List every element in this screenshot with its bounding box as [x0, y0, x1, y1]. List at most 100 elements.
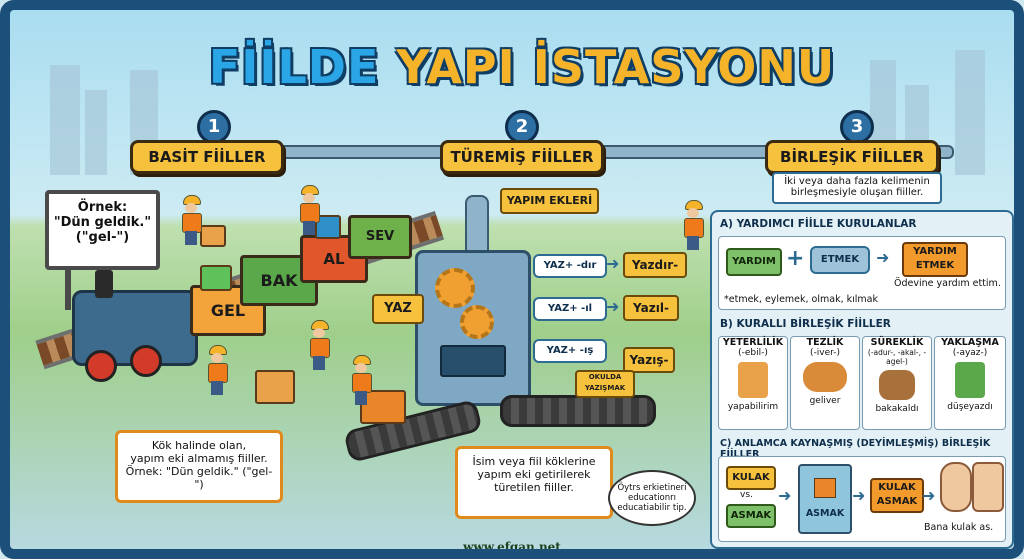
- word-etmek: ETMEK: [810, 246, 870, 274]
- locomotive-wheel: [85, 350, 117, 382]
- description-line: birleşmesiyle oluşan fiiller.: [790, 187, 924, 198]
- note-line: türetilen fiiller.: [494, 481, 574, 494]
- section-c-heading: C) ANLAMCA KAYNAŞMIŞ (DEYİMLEŞMİŞ) BİRLE…: [720, 438, 991, 460]
- compound-panel: A) YARDIMCI FİİLLE KURULANLAR YARDIM + E…: [710, 210, 1014, 549]
- locomotive-chimney: [95, 270, 113, 298]
- card-example: yapabilirim: [727, 402, 779, 412]
- speech-line: Öytrs erkietineri: [617, 483, 687, 493]
- note-line: İsim veya fiil köklerine: [472, 455, 596, 468]
- output-yazdir: Yazdır-: [623, 252, 687, 278]
- gear-icon: [435, 268, 475, 308]
- box-label-line: YAZIŞMAK: [584, 384, 626, 392]
- card-example: bakakaldı: [875, 404, 919, 414]
- cargo-box: [360, 390, 406, 424]
- suffix-dir: YAZ+ -dır: [533, 254, 607, 278]
- cargo-box: [200, 225, 226, 247]
- word-kulak: KULAK: [726, 466, 776, 490]
- card-title: YAKLAŞMA: [941, 337, 999, 348]
- feed-pipe: [465, 195, 489, 259]
- arrow-right-icon: ➜: [778, 486, 792, 505]
- word-yardim: YARDIM: [726, 248, 782, 276]
- worker-figure: [308, 320, 330, 370]
- board-post: [65, 270, 71, 310]
- result-yardim-etmek: YARDIM ETMEK: [902, 242, 968, 277]
- background-building: [955, 50, 985, 175]
- example-sentence: Ödevine yardım ettim.: [894, 278, 1001, 289]
- worker-figure: [350, 355, 372, 405]
- auxiliary-footnote: *etmek, eylemek, olmak, kılmak: [724, 294, 878, 305]
- card-sureklik: SÜREKLİK (-adur-, -akal-, -agel-) bakaka…: [862, 336, 932, 430]
- footer-url: www.efgan.net: [463, 540, 561, 554]
- card-title: TEZLİK: [806, 337, 844, 348]
- derived-verbs-note: İsim veya fiil köklerine yapım eki getir…: [455, 446, 613, 519]
- section-sign-birlesik: BİRLEŞİK FİİLLER: [765, 140, 939, 174]
- worker-figure: [298, 185, 320, 235]
- sitting-dog-icon: [879, 370, 915, 400]
- weightlifter-icon: [738, 362, 768, 398]
- box-label-line: OKULDA: [588, 373, 622, 381]
- cargo-cube: [200, 265, 232, 291]
- ear-icon: [940, 462, 972, 512]
- card-title: YETERLİLİK: [722, 337, 784, 348]
- section-a-heading: A) YARDIMCI FİİLLE KURULANLAR: [720, 218, 917, 230]
- input-root-yaz: YAZ: [372, 294, 424, 324]
- arrow-right-icon: ➜: [922, 486, 936, 505]
- result-line: ETMEK: [915, 260, 955, 271]
- worker-figure: [180, 195, 202, 245]
- card-sub: (-ayaz-): [952, 348, 988, 358]
- card-sub: (-adur-, -akal-, -agel-): [867, 348, 927, 366]
- worker-figure: [682, 200, 704, 250]
- note-line: yapım eki getirilerek: [477, 468, 591, 481]
- background-building: [50, 65, 80, 175]
- cargo-box: [255, 370, 295, 404]
- background-building: [85, 90, 107, 175]
- output-yazil: Yazıl-: [623, 295, 679, 321]
- example-board: Örnek: "Dün geldik." ("gel-"): [45, 190, 160, 270]
- example-board-line: ("gel-"): [75, 230, 130, 245]
- page-title: FİİLDE YAPI İSTASYONU: [10, 40, 1014, 94]
- suffix-is: YAZ+ -ış: [533, 339, 607, 363]
- card-tezlik: TEZLİK (-iver-) geliver: [790, 336, 860, 430]
- note-line: yapım eki almamış fiiller.: [130, 452, 268, 465]
- okulda-yazismak-box: OKULDA YAZIŞMAK: [575, 370, 635, 398]
- speech-line: educationrı: [627, 493, 677, 503]
- compound-description: İki veya daha fazla kelimenin birleşmesi…: [772, 172, 942, 204]
- running-dog-icon: [803, 362, 847, 392]
- section-number-1: 1: [197, 110, 231, 144]
- arrow-right-icon: ➜: [876, 248, 890, 267]
- card-sub: (-iver-): [809, 348, 840, 358]
- wagon-sev: SEV: [348, 215, 412, 259]
- gear-icon: [460, 305, 494, 339]
- plus-sign: +: [786, 246, 805, 271]
- yapim-ekleri-label: YAPIM EKLERİ: [500, 188, 599, 214]
- title-part-1: FİİLDE: [208, 40, 380, 94]
- suffix-il: YAZ+ -ıl: [533, 297, 607, 321]
- machine-label: ASMAK: [805, 508, 845, 519]
- speech-line: educatiabilir tip.: [617, 503, 687, 513]
- result-line: YARDIM: [913, 246, 957, 257]
- example-board-line: Örnek:: [77, 200, 128, 215]
- title-part-2: YAPI İSTASYONU: [396, 40, 836, 94]
- cargo-cube: [315, 215, 341, 239]
- versus-label: vs.: [740, 490, 753, 500]
- arrow-right-icon: ➜: [852, 486, 866, 505]
- section-b-heading: B) KURALLI BİRLEŞİK FİİLLER: [720, 318, 891, 330]
- hanging-box-icon: [814, 478, 836, 498]
- speech-bubble: Öytrs erkietineri educationrı educatiabi…: [608, 470, 696, 526]
- worker-figure: [206, 345, 228, 395]
- section-number-2: 2: [505, 110, 539, 144]
- falling-runner-icon: [955, 362, 985, 398]
- card-example: düşeyazdı: [947, 402, 993, 412]
- arrow-right-icon: ➜: [606, 254, 620, 273]
- card-title: SÜREKLİK: [870, 337, 924, 348]
- description-line: İki veya daha fazla kelimenin: [784, 176, 930, 187]
- word-asmak: ASMAK: [726, 504, 776, 528]
- listening-person-icon: [972, 462, 1004, 512]
- conveyor-belt: [500, 395, 656, 427]
- section-sign-turemis: TÜREMİŞ FİİLLER: [440, 140, 604, 174]
- example-board-line: "Dün geldik.": [53, 215, 152, 230]
- card-yeterlilik: YETERLİLİK (-ebil-) yapabilirim: [718, 336, 788, 430]
- result-line: KULAK: [878, 482, 916, 493]
- machine-control-panel: [440, 345, 506, 377]
